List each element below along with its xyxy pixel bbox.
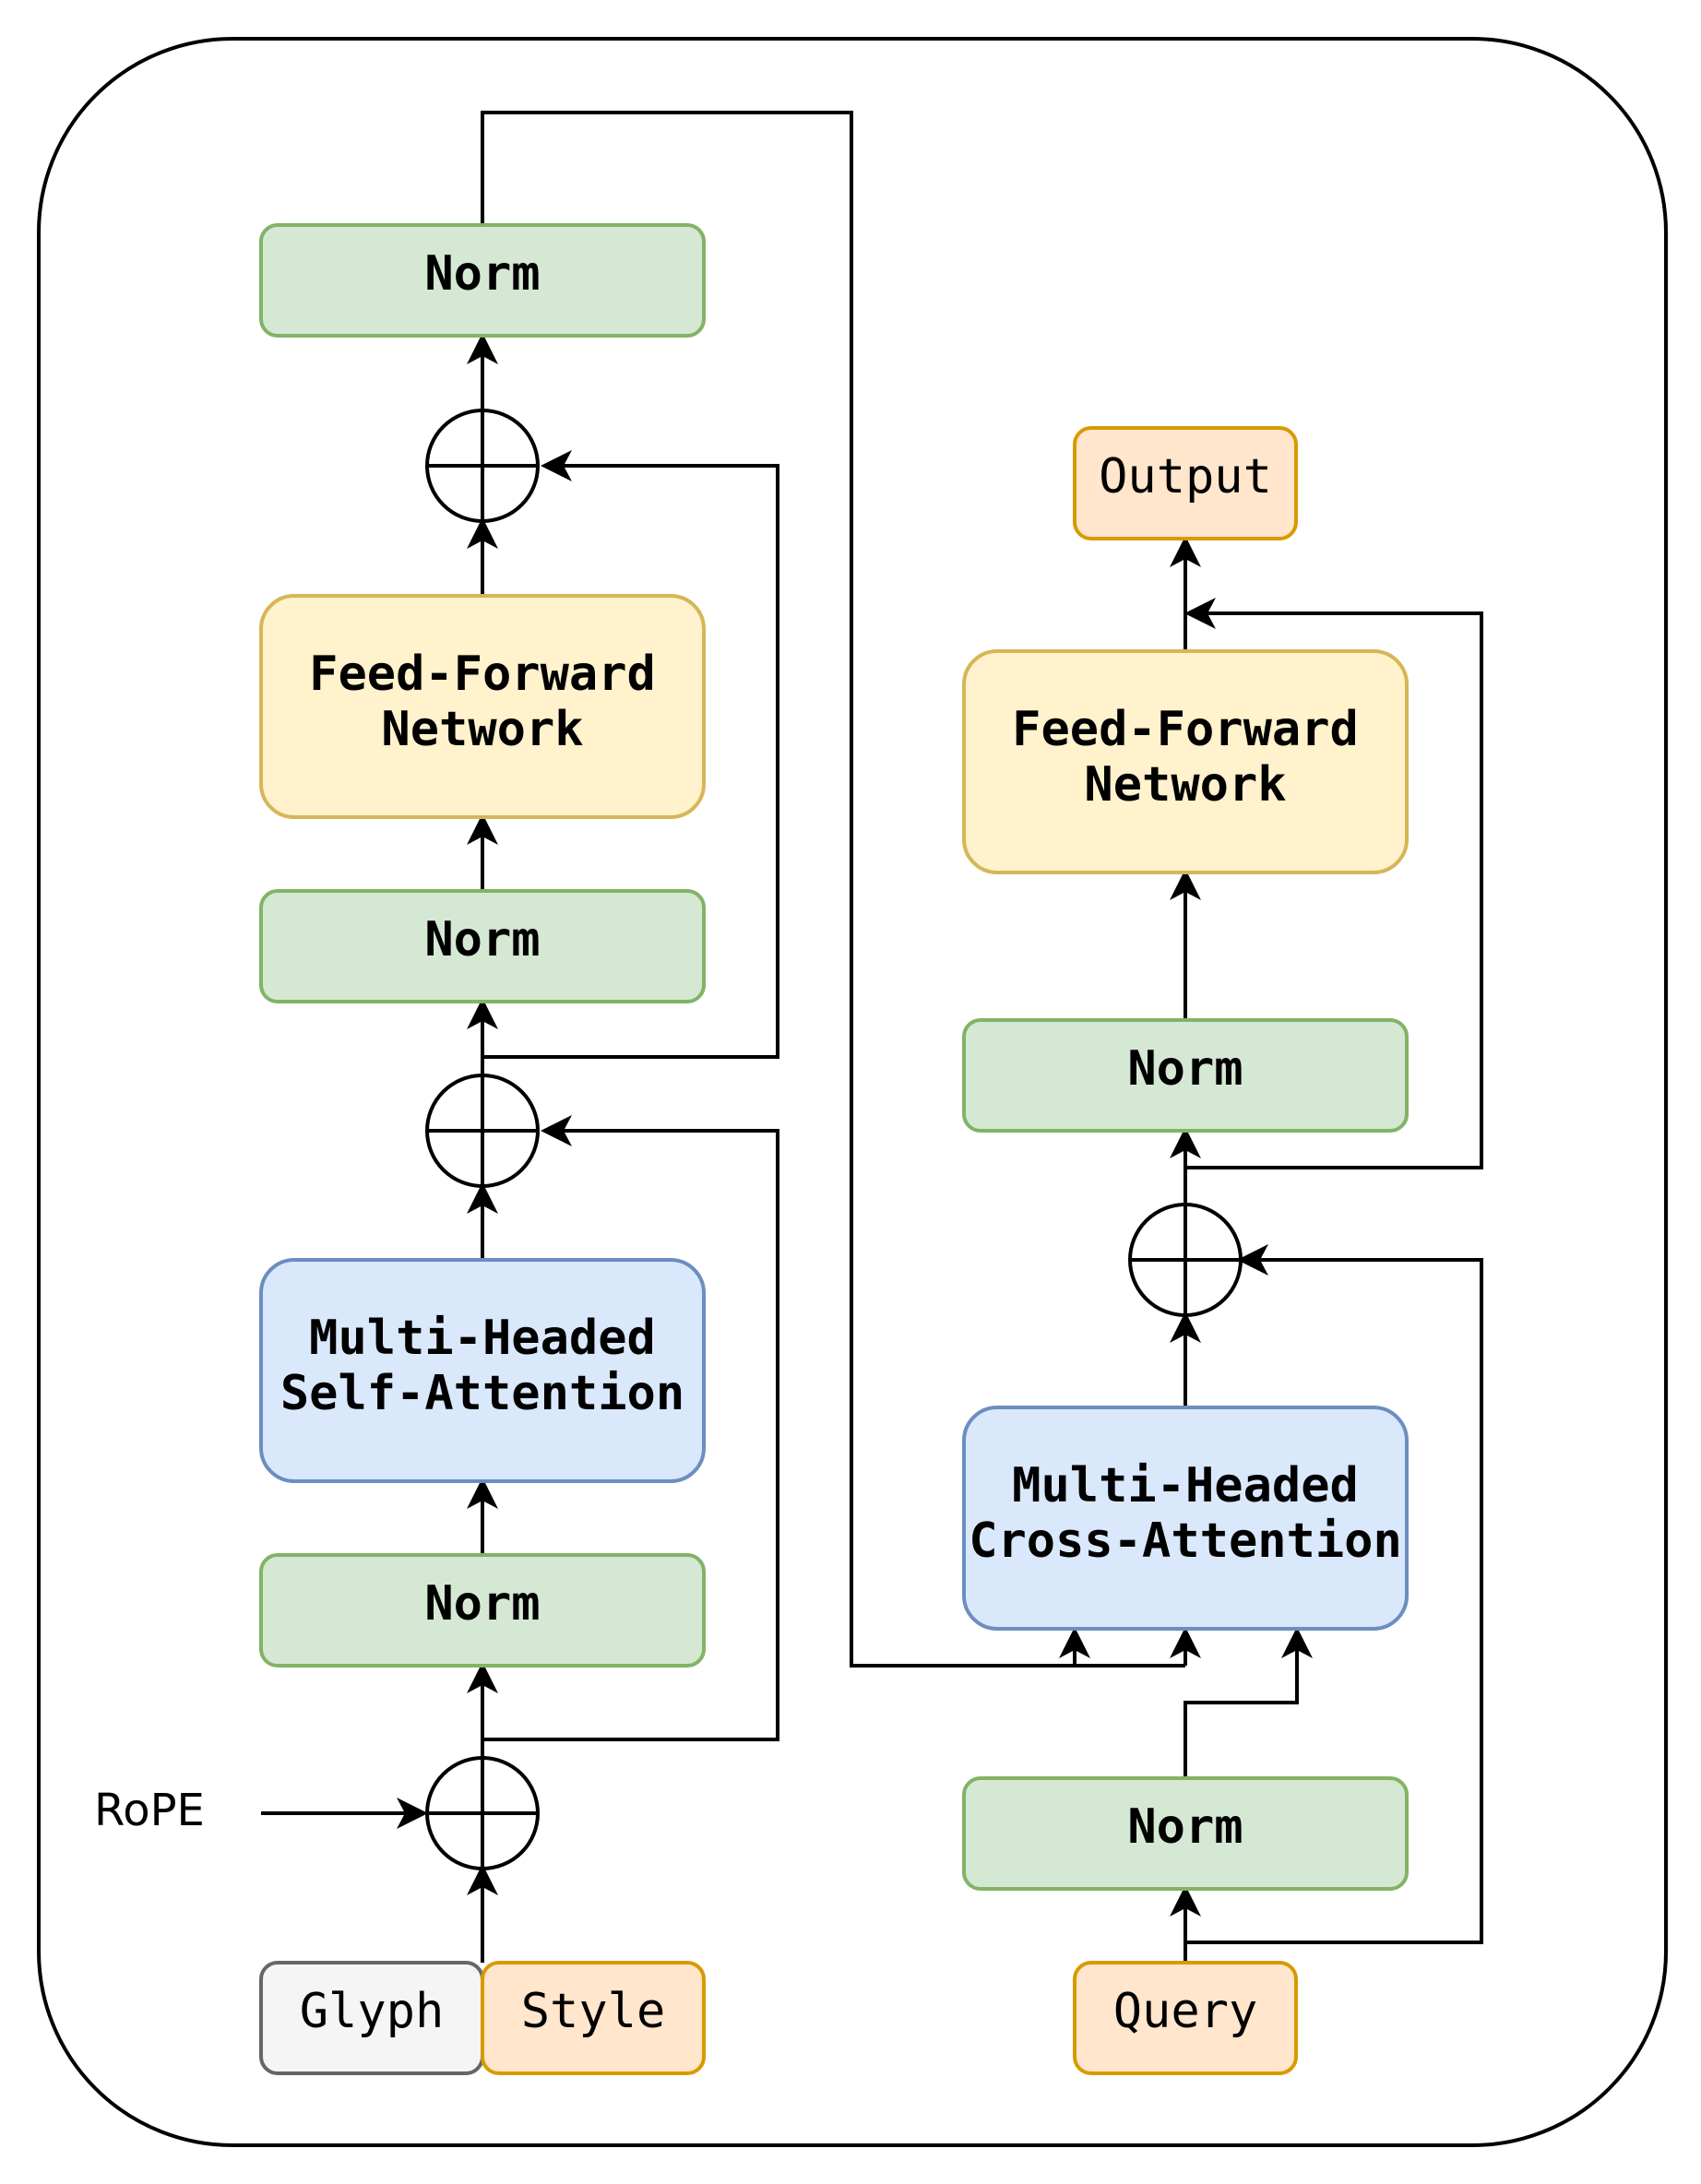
encoder-ffn-label-line1: Feed-Forward	[309, 647, 656, 702]
encoder-ffn-label-line2: Network	[381, 702, 583, 757]
encoder-norm-mid: Norm	[259, 889, 706, 1003]
encoder-norm-bottom-label: Norm	[424, 1576, 540, 1632]
plus-node-bottom	[425, 1756, 540, 1870]
decoder-norm-bottom-label: Norm	[1127, 1799, 1243, 1855]
decoder-attention-label-line1: Multi-Headed	[1012, 1458, 1359, 1513]
encoder-norm-bottom: Norm	[259, 1553, 706, 1668]
decoder-norm-bottom: Norm	[962, 1776, 1409, 1891]
decoder-ffn-label-line2: Network	[1084, 757, 1286, 813]
decoder-output: Output	[1073, 426, 1298, 540]
query-input: Query	[1073, 1961, 1298, 2075]
encoder-ffn: Feed-Forward Network	[259, 594, 706, 819]
rope-label: RoPE	[94, 1785, 205, 1836]
glyph-input: Glyph	[259, 1961, 484, 2075]
decoder-ffn-label-line1: Feed-Forward	[1012, 702, 1359, 757]
encoder-self-attention: Multi-Headed Self-Attention	[259, 1258, 706, 1483]
decoder-attention-label-line2: Cross-Attention	[969, 1513, 1402, 1569]
decoder-norm-mid-label: Norm	[1127, 1041, 1243, 1097]
plus-node-decoder	[1128, 1203, 1243, 1317]
encoder-norm-top: Norm	[259, 223, 706, 338]
glyph-label: Glyph	[300, 1984, 445, 2039]
encoder-norm-top-label: Norm	[424, 246, 540, 302]
style-label: Style	[521, 1984, 666, 2039]
encoder-attention-label-line1: Multi-Headed	[309, 1311, 656, 1366]
outer-frame	[37, 37, 1668, 2147]
decoder-ffn: Feed-Forward Network	[962, 649, 1409, 874]
output-label: Output	[1099, 449, 1272, 504]
encoder-attention-label-line2: Self-Attention	[280, 1366, 684, 1421]
decoder-cross-attention: Multi-Headed Cross-Attention	[962, 1406, 1409, 1631]
plus-node-mid	[425, 1074, 540, 1188]
encoder-norm-mid-label: Norm	[424, 912, 540, 967]
query-label: Query	[1113, 1984, 1258, 2039]
decoder-norm-mid: Norm	[962, 1018, 1409, 1133]
style-input: Style	[481, 1961, 706, 2075]
plus-node-top	[425, 409, 540, 523]
